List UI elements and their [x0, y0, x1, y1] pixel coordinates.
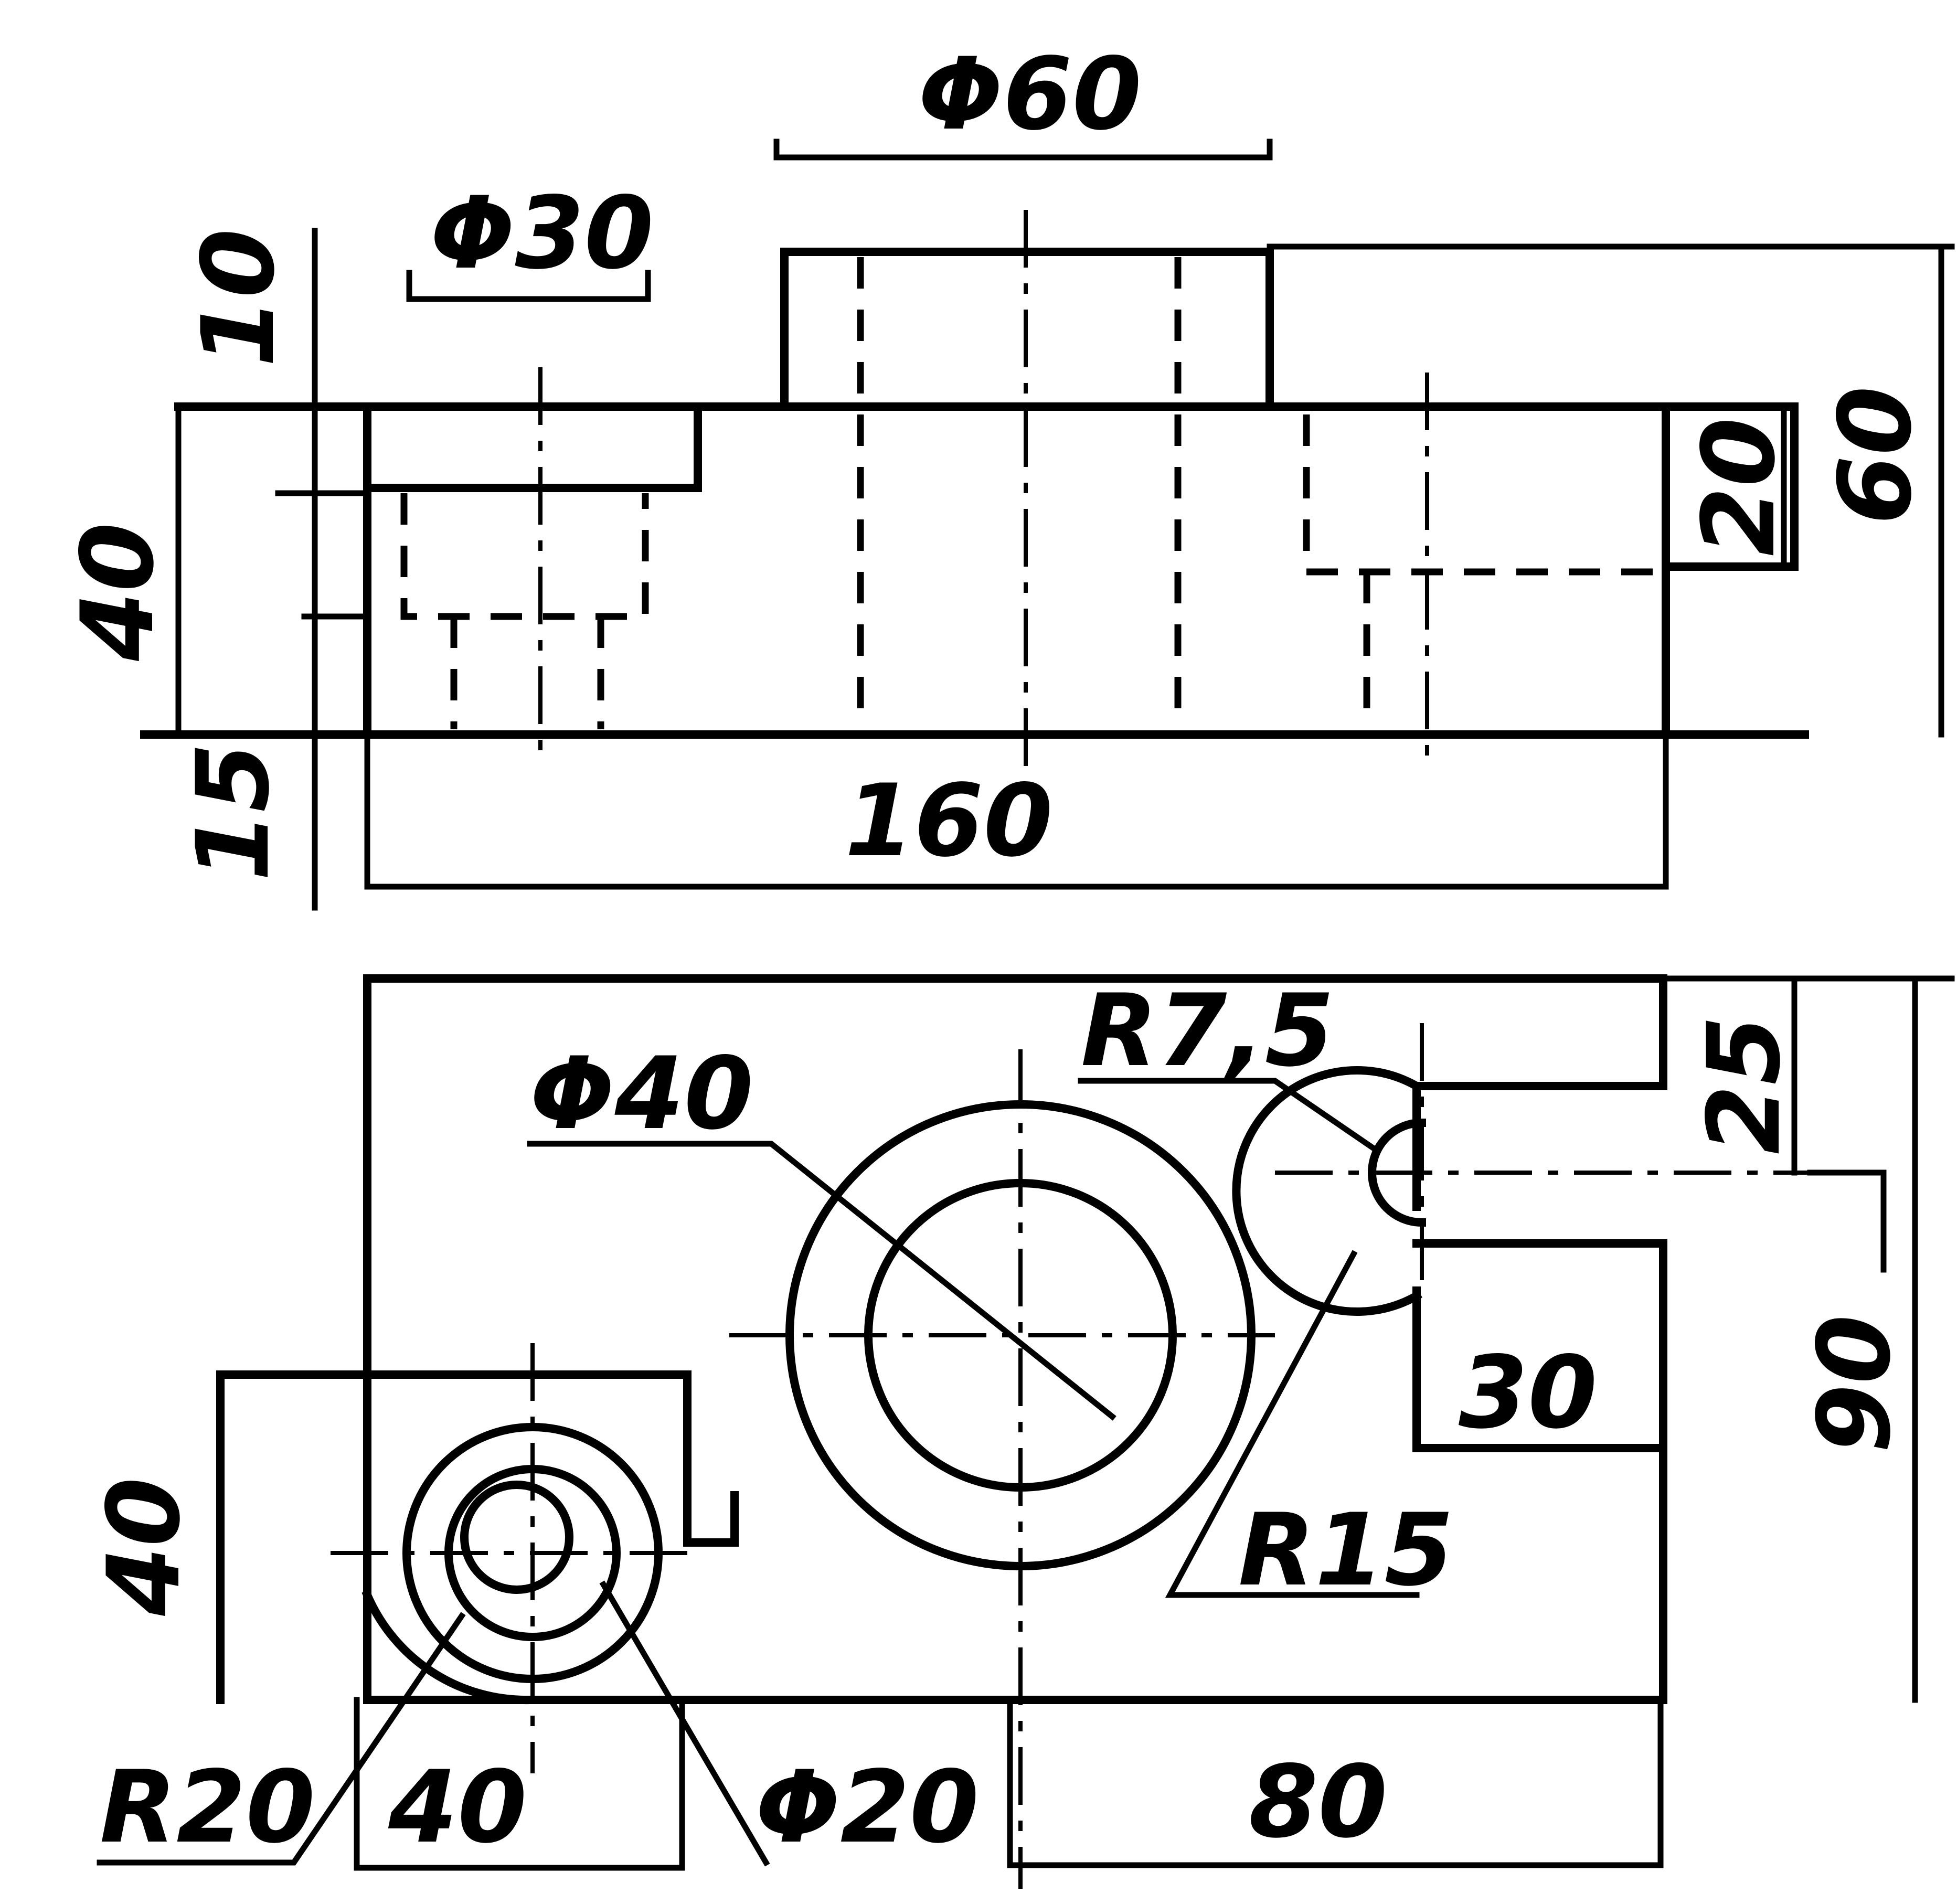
leader-phi40	[527, 1141, 1116, 1421]
dim-90: 90	[1796, 1315, 1912, 1453]
dim-r20: R20	[100, 1749, 315, 1865]
hidden-slot-right	[1303, 414, 1666, 576]
slot-small-arc	[1368, 1118, 1427, 1227]
dim-80: 80	[1249, 1744, 1387, 1860]
dim-r75-tick	[1807, 1169, 1887, 1273]
dim-phi30: Φ30	[430, 175, 654, 291]
leader-r15	[1165, 1250, 1420, 1598]
dim-40-bottom: 40	[388, 1749, 527, 1865]
slot-end-arc	[1232, 1066, 1422, 1316]
dim-phi20: Φ20	[756, 1749, 979, 1865]
dim-15: 15	[175, 743, 291, 881]
leader-r75	[1078, 1078, 1379, 1153]
dim-line-160	[364, 731, 1669, 890]
dim-r75: R7,5	[1081, 973, 1334, 1089]
r20-arc	[361, 1589, 535, 1705]
dim-r15: R15	[1238, 1492, 1454, 1608]
dim-30: 30	[1459, 1335, 1597, 1451]
dim-20: 20	[1681, 418, 1797, 556]
dim-line-40-bottom	[354, 1697, 685, 1871]
dim-40-front: 40	[60, 523, 176, 662]
slot-30-box	[1412, 1286, 1667, 1452]
dim-25: 25	[1686, 1016, 1802, 1154]
small-boss-inner	[460, 1481, 573, 1594]
dim-40-top: 40	[86, 1477, 202, 1616]
dim-line-phi30	[406, 270, 651, 302]
dim-line-80	[1007, 1697, 1664, 1868]
dim-phi40: Φ40	[530, 1036, 753, 1152]
dim-160: 160	[845, 763, 1053, 879]
leader-r20	[97, 1612, 466, 1866]
dim-10: 10	[180, 229, 296, 367]
hidden-bore-left	[400, 493, 649, 620]
right-step	[1662, 402, 1799, 571]
counterbore-left	[363, 410, 702, 492]
top-view	[97, 974, 1955, 1889]
dim-phi60: Φ60	[918, 36, 1142, 152]
dim-60: 60	[1817, 386, 1933, 525]
front-view	[140, 139, 1955, 911]
dim-line-phi60	[773, 139, 1273, 161]
